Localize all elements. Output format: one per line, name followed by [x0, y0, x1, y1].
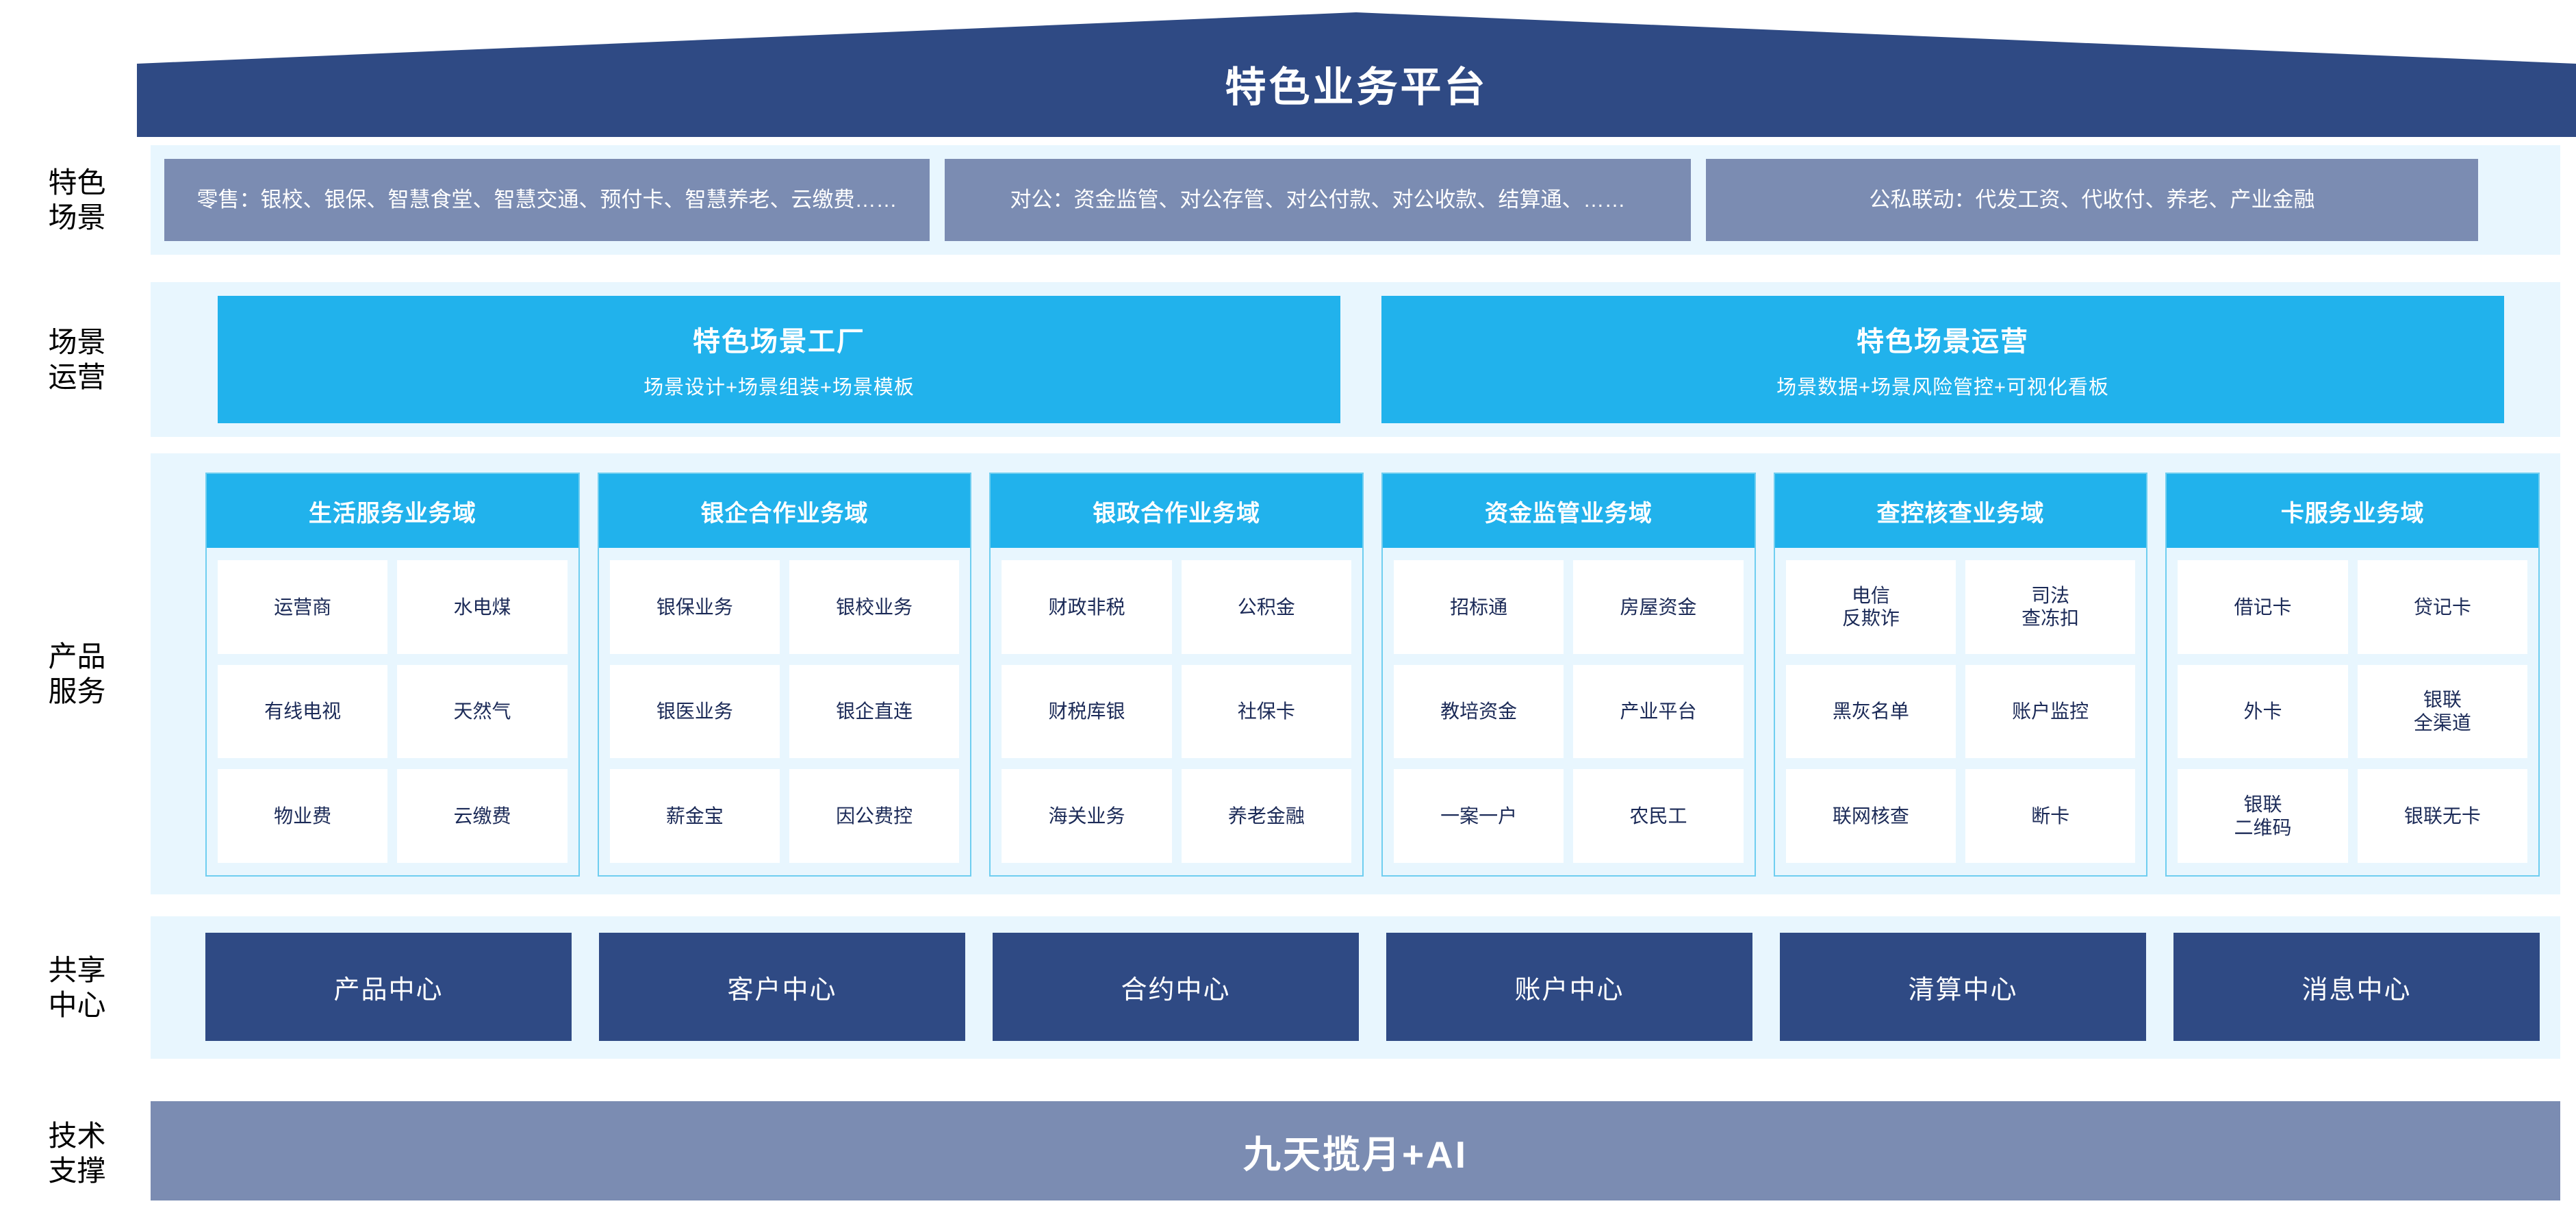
row-label-tech-support-line1: 技术: [48, 1119, 106, 1152]
row-label-scenario-line2: 场景: [48, 201, 106, 234]
row-label-operation: 场景 运营: [14, 282, 140, 437]
product-item[interactable]: 借记卡: [2178, 560, 2348, 654]
product-item[interactable]: 因公费控: [789, 769, 960, 863]
product-item[interactable]: 司法 查冻扣: [1965, 560, 2136, 654]
scenario-boxes: 零售：银校、银保、智慧食堂、智慧交通、预付卡、智慧养老、云缴费…… 对公：资金监…: [164, 159, 2547, 241]
product-item[interactable]: 教培资金: [1394, 664, 1564, 759]
product-item[interactable]: 海关业务: [1002, 769, 1172, 863]
domain-card-life-service[interactable]: 生活服务业务域 运营商 水电煤 有线电视 天然气 物业费 云缴费: [205, 473, 580, 877]
scenario-box-retail[interactable]: 零售：银校、银保、智慧食堂、智慧交通、预付卡、智慧养老、云缴费……: [164, 159, 930, 241]
product-item[interactable]: 产业平台: [1573, 664, 1744, 759]
domain-card-card-service[interactable]: 卡服务业务域 借记卡 贷记卡 外卡 银联 全渠道 银联 二维码 银联无卡: [2165, 473, 2540, 877]
product-item[interactable]: 物业费: [218, 769, 388, 863]
product-item[interactable]: 银联 全渠道: [2357, 664, 2528, 759]
row-label-scenario-line1: 特色: [48, 166, 106, 199]
operation-box-scene-factory-title: 特色场景工厂: [693, 327, 865, 357]
row-label-tech-support: 技术 支撑: [14, 1096, 140, 1211]
product-item[interactable]: 账户监控: [1965, 664, 2136, 759]
banner-chevron-shape: [137, 12, 2576, 137]
domain-card-bank-enterprise[interactable]: 银企合作业务域 银保业务 银校业务 银医业务 银企直连 薪金宝 因公费控: [597, 473, 972, 877]
domain-card-life-service-grid: 运营商 水电煤 有线电视 天然气 物业费 云缴费: [207, 548, 578, 875]
product-item[interactable]: 社保卡: [1181, 664, 1352, 759]
product-item[interactable]: 银联无卡: [2357, 769, 2528, 863]
domain-card-bank-government-grid: 财政非税 公积金 财税库银 社保卡 海关业务 养老金融: [991, 548, 1362, 875]
domain-card-bank-enterprise-title: 银企合作业务域: [598, 474, 971, 548]
domain-card-investigation-control-title: 查控核查业务域: [1774, 474, 2147, 548]
product-item[interactable]: 财政非税: [1002, 560, 1172, 654]
operation-box-scene-operations-subtitle: 场景数据+场景风险管控+可视化看板: [1776, 377, 2109, 399]
operation-box-scene-operations-title: 特色场景运营: [1857, 327, 2029, 357]
page-title: 特色业务平台: [1225, 64, 1488, 110]
domain-card-fund-supervision-grid: 招标通 房屋资金 教培资金 产业平台 一案一户 农民工: [1383, 548, 1755, 875]
row-label-operation-line1: 场景: [48, 325, 106, 358]
domain-card-investigation-control-grid: 电信 反欺诈 司法 查冻扣 黑灰名单 账户监控 联网核查 断卡: [1775, 548, 2147, 875]
tech-support-bar[interactable]: 九天揽月+AI: [151, 1101, 2560, 1200]
product-item[interactable]: 有线电视: [218, 664, 388, 759]
row-label-shared-center: 共享 中心: [14, 916, 140, 1059]
row-label-product: 产品 服务: [14, 453, 140, 894]
row-label-product-line1: 产品: [48, 640, 106, 672]
product-item[interactable]: 银保业务: [609, 560, 780, 654]
product-item[interactable]: 房屋资金: [1573, 560, 1744, 654]
operation-box-scene-operations[interactable]: 特色场景运营 场景数据+场景风险管控+可视化看板: [1381, 296, 2504, 423]
domain-card-fund-supervision-title: 资金监管业务域: [1383, 474, 1755, 548]
operation-boxes: 特色场景工厂 场景设计+场景组装+场景模板 特色场景运营 场景数据+场景风险管控…: [218, 296, 2504, 423]
product-item[interactable]: 农民工: [1573, 769, 1744, 863]
product-item[interactable]: 云缴费: [397, 769, 568, 863]
product-item[interactable]: 养老金融: [1181, 769, 1352, 863]
product-item[interactable]: 贷记卡: [2357, 560, 2528, 654]
product-item[interactable]: 公积金: [1181, 560, 1352, 654]
product-domain-cards: 生活服务业务域 运营商 水电煤 有线电视 天然气 物业费 云缴费 银企合作业务域…: [205, 473, 2540, 877]
product-item[interactable]: 薪金宝: [609, 769, 780, 863]
product-item[interactable]: 黑灰名单: [1785, 664, 1956, 759]
product-item[interactable]: 外卡: [2178, 664, 2348, 759]
product-item[interactable]: 一案一户: [1394, 769, 1564, 863]
shared-center-account[interactable]: 账户中心: [1386, 933, 1752, 1041]
platform-banner: 特色业务平台: [137, 12, 2576, 137]
product-item[interactable]: 运营商: [218, 560, 388, 654]
product-item[interactable]: 银联 二维码: [2178, 769, 2348, 863]
row-label-shared-center-line1: 共享: [48, 953, 106, 986]
shared-center-product[interactable]: 产品中心: [205, 933, 572, 1041]
domain-card-investigation-control[interactable]: 查控核查业务域 电信 反欺诈 司法 查冻扣 黑灰名单 账户监控 联网核查 断卡: [1773, 473, 2148, 877]
product-item[interactable]: 银校业务: [789, 560, 960, 654]
shared-center-contract[interactable]: 合约中心: [993, 933, 1359, 1041]
product-item[interactable]: 电信 反欺诈: [1785, 560, 1956, 654]
domain-card-bank-government-title: 银政合作业务域: [991, 474, 1363, 548]
scenario-box-public-private[interactable]: 公私联动：代发工资、代收付、养老、产业金融: [1706, 159, 2478, 241]
domain-card-life-service-title: 生活服务业务域: [207, 474, 578, 548]
shared-center-boxes: 产品中心 客户中心 合约中心 账户中心 清算中心 消息中心: [205, 933, 2540, 1041]
row-label-product-line2: 服务: [48, 675, 106, 707]
product-item[interactable]: 水电煤: [397, 560, 568, 654]
row-label-operation-line2: 运营: [48, 361, 106, 393]
shared-center-customer[interactable]: 客户中心: [599, 933, 965, 1041]
row-label-scenario: 特色 场景: [14, 145, 140, 255]
scenario-box-corporate[interactable]: 对公：资金监管、对公存管、对公付款、对公收款、结算通、……: [945, 159, 1691, 241]
product-item[interactable]: 银医业务: [609, 664, 780, 759]
product-item[interactable]: 招标通: [1394, 560, 1564, 654]
domain-card-card-service-title: 卡服务业务域: [2167, 474, 2539, 548]
product-item[interactable]: 断卡: [1965, 769, 2136, 863]
row-label-shared-center-line2: 中心: [48, 989, 106, 1021]
domain-card-card-service-grid: 借记卡 贷记卡 外卡 银联 全渠道 银联 二维码 银联无卡: [2167, 548, 2538, 875]
shared-center-message[interactable]: 消息中心: [2173, 933, 2540, 1041]
domain-card-bank-enterprise-grid: 银保业务 银校业务 银医业务 银企直连 薪金宝 因公费控: [599, 548, 971, 875]
operation-box-scene-factory-subtitle: 场景设计+场景组装+场景模板: [643, 377, 915, 399]
product-item[interactable]: 财税库银: [1002, 664, 1172, 759]
product-item[interactable]: 银企直连: [789, 664, 960, 759]
domain-card-fund-supervision[interactable]: 资金监管业务域 招标通 房屋资金 教培资金 产业平台 一案一户 农民工: [1381, 473, 1756, 877]
domain-card-bank-government[interactable]: 银政合作业务域 财政非税 公积金 财税库银 社保卡 海关业务 养老金融: [989, 473, 1364, 877]
shared-center-settlement[interactable]: 清算中心: [1780, 933, 2146, 1041]
product-item[interactable]: 天然气: [397, 664, 568, 759]
product-item[interactable]: 联网核查: [1785, 769, 1956, 863]
operation-box-scene-factory[interactable]: 特色场景工厂 场景设计+场景组装+场景模板: [218, 296, 1340, 423]
row-label-tech-support-line2: 支撑: [48, 1155, 106, 1187]
